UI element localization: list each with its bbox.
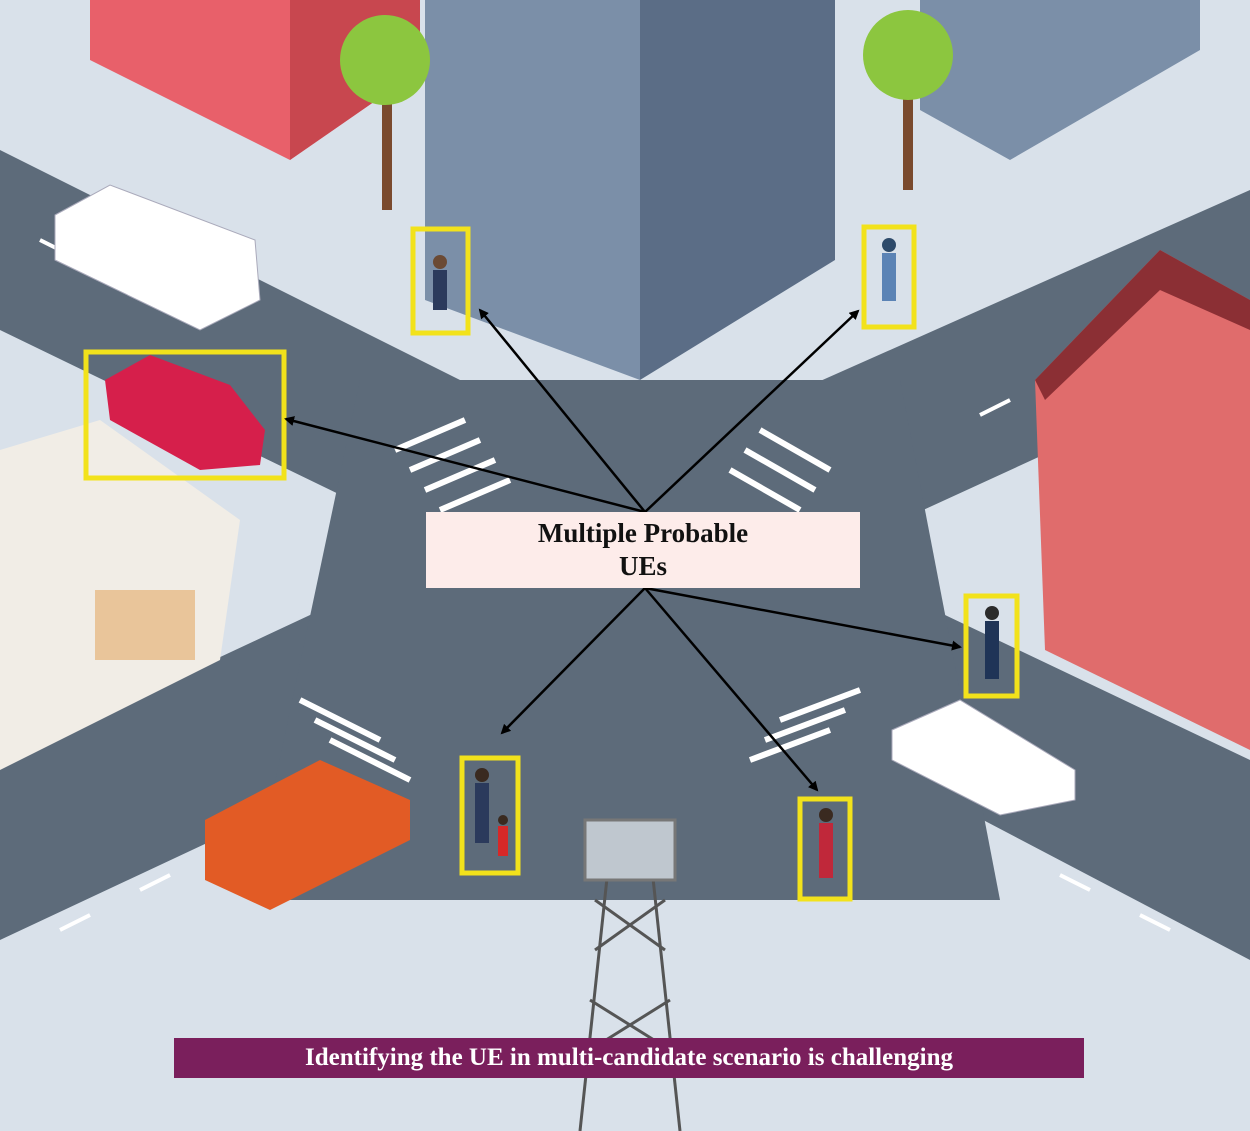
label-line-1: Multiple Probable xyxy=(537,518,749,548)
trees xyxy=(340,10,953,210)
crosswalks xyxy=(298,417,862,783)
building-red-right xyxy=(1035,250,1250,750)
multiple-probable-ues-label: Multiple Probable UEs xyxy=(426,512,860,588)
building-white-left xyxy=(0,420,240,770)
building-blue-top-right xyxy=(920,0,1200,160)
highlight-delivery-worker xyxy=(861,224,917,330)
orange-van-bottom-left xyxy=(205,760,410,910)
white-van-top-left xyxy=(54,184,261,331)
highlight-parent-child xyxy=(459,755,521,876)
highlight-man-phone xyxy=(963,593,1020,699)
people xyxy=(433,238,999,878)
highlight-red-car xyxy=(83,349,287,481)
white-car-right xyxy=(891,699,1076,816)
arrow-to-red-car xyxy=(284,416,646,514)
arrow-to-man-phone xyxy=(644,586,962,651)
banner-text: Identifying the UE in multi-candidate sc… xyxy=(305,1044,953,1071)
arrow-to-delivery-worker xyxy=(644,309,860,513)
challenge-banner: Identifying the UE in multi-candidate sc… xyxy=(174,1038,1084,1078)
arrows xyxy=(284,308,962,792)
cell-tower xyxy=(578,818,682,1131)
arrow-to-woman-phone xyxy=(478,308,646,513)
building-blue-center xyxy=(425,0,835,380)
arrow-to-parent-child xyxy=(500,587,646,735)
highlight-woman-phone xyxy=(410,226,471,336)
label-line-2: UEs xyxy=(618,551,667,581)
candidate-highlight-boxes xyxy=(83,224,1020,902)
red-car xyxy=(105,355,265,470)
arrow-to-red-shirt xyxy=(644,587,819,792)
highlight-red-shirt xyxy=(797,796,853,902)
